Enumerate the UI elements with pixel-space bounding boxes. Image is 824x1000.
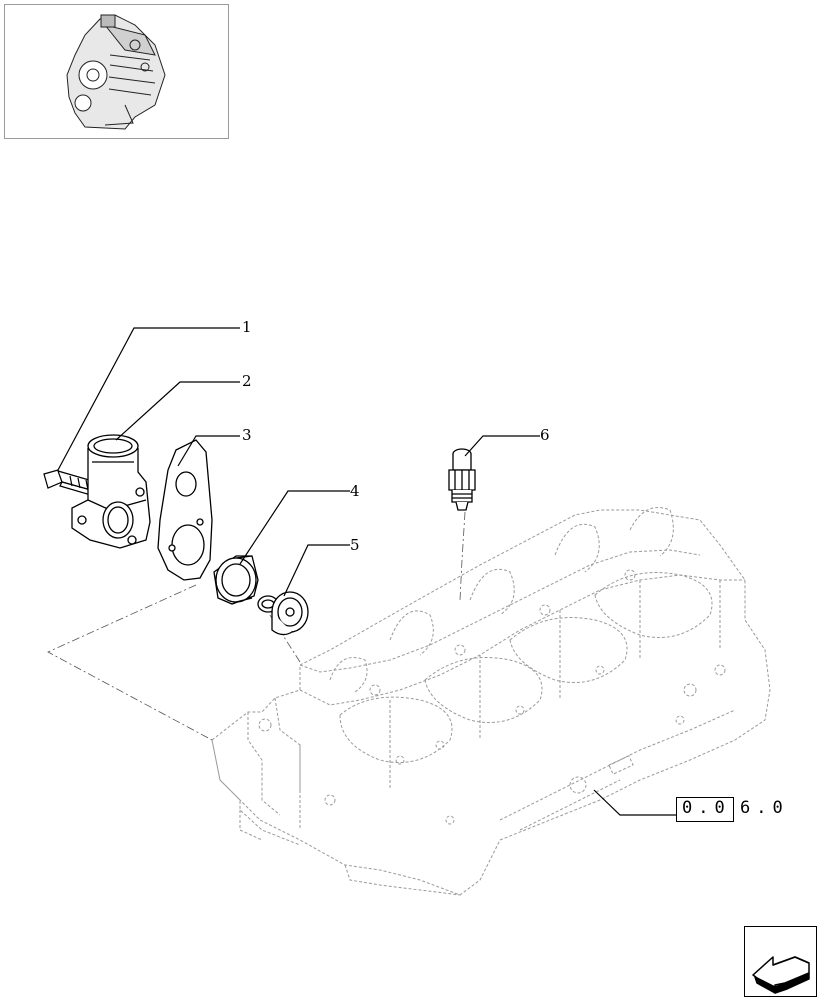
- seal-ring-part[interactable]: [213, 555, 259, 605]
- engine-thumbnail[interactable]: [4, 4, 229, 139]
- callout-5: 5: [350, 536, 360, 554]
- back-navigation-button[interactable]: [744, 926, 817, 997]
- callout-1: 1: [242, 318, 252, 336]
- thermostat-part[interactable]: [257, 591, 309, 636]
- leader-lines: [57, 327, 676, 816]
- engine-thumbnail-icon: [66, 14, 166, 130]
- callout-6: 6: [540, 426, 550, 444]
- callout-3: 3: [242, 426, 252, 444]
- reference-rest-label[interactable]: 6.0: [740, 798, 789, 818]
- cylinder-head-phantom: [211, 507, 771, 896]
- temperature-sensor-part[interactable]: [448, 448, 476, 511]
- thermostat-housing-part[interactable]: [71, 434, 151, 549]
- reference-box[interactable]: [676, 797, 734, 822]
- callout-4: 4: [350, 482, 360, 500]
- reference-boxed-label[interactable]: 0.0: [682, 798, 731, 818]
- callout-2: 2: [242, 372, 252, 390]
- assembly-centerlines: [47, 511, 466, 741]
- gasket-part[interactable]: [157, 439, 213, 581]
- arrow-back-icon: [752, 956, 810, 994]
